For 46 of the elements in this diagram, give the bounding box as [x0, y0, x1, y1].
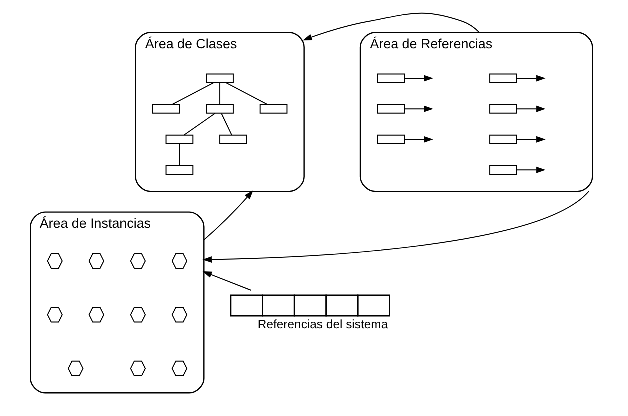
arrow [404, 106, 434, 112]
arrow [202, 271, 252, 291]
node-hexagon [47, 307, 63, 323]
node-hexagon [130, 360, 146, 377]
node-hexagon [172, 307, 188, 323]
arrow [516, 106, 546, 112]
cluster: Área de Clases [135, 32, 305, 192]
node-box [490, 165, 518, 175]
node-hexagon [68, 360, 84, 377]
connector [221, 113, 232, 136]
node-box [490, 74, 518, 84]
cluster: Área de Instancias [30, 212, 205, 394]
connector [172, 82, 214, 106]
arrow [516, 166, 546, 174]
arrow [516, 75, 546, 82]
node-hexagon [172, 253, 188, 270]
node-box [220, 134, 248, 144]
arrow [204, 190, 254, 241]
node-box [166, 165, 194, 175]
node-box [260, 104, 288, 114]
node-hexagon [130, 307, 146, 323]
node-hexagon [88, 253, 105, 270]
node-hexagon [47, 253, 63, 270]
connector [226, 82, 268, 106]
node-box [490, 134, 518, 144]
node-hexagon [130, 253, 146, 270]
node-box [152, 104, 180, 114]
arrow [404, 75, 434, 82]
node-hexagon [172, 360, 188, 377]
arrow [202, 191, 590, 263]
node-box [377, 104, 405, 114]
node-label: Referencias del sistema [258, 317, 388, 332]
node-box [206, 74, 234, 84]
cluster: Área de Referencias [360, 32, 594, 192]
arrow [516, 136, 546, 143]
node-box [490, 104, 518, 114]
node-box [206, 104, 234, 114]
node-hexagon [88, 307, 105, 323]
connector [220, 82, 221, 106]
arrow [302, 12, 480, 41]
connector [179, 144, 180, 166]
arrow [404, 136, 434, 143]
node-box [166, 134, 194, 144]
node-box [377, 134, 405, 144]
connector [184, 113, 216, 136]
node-box [377, 74, 405, 84]
